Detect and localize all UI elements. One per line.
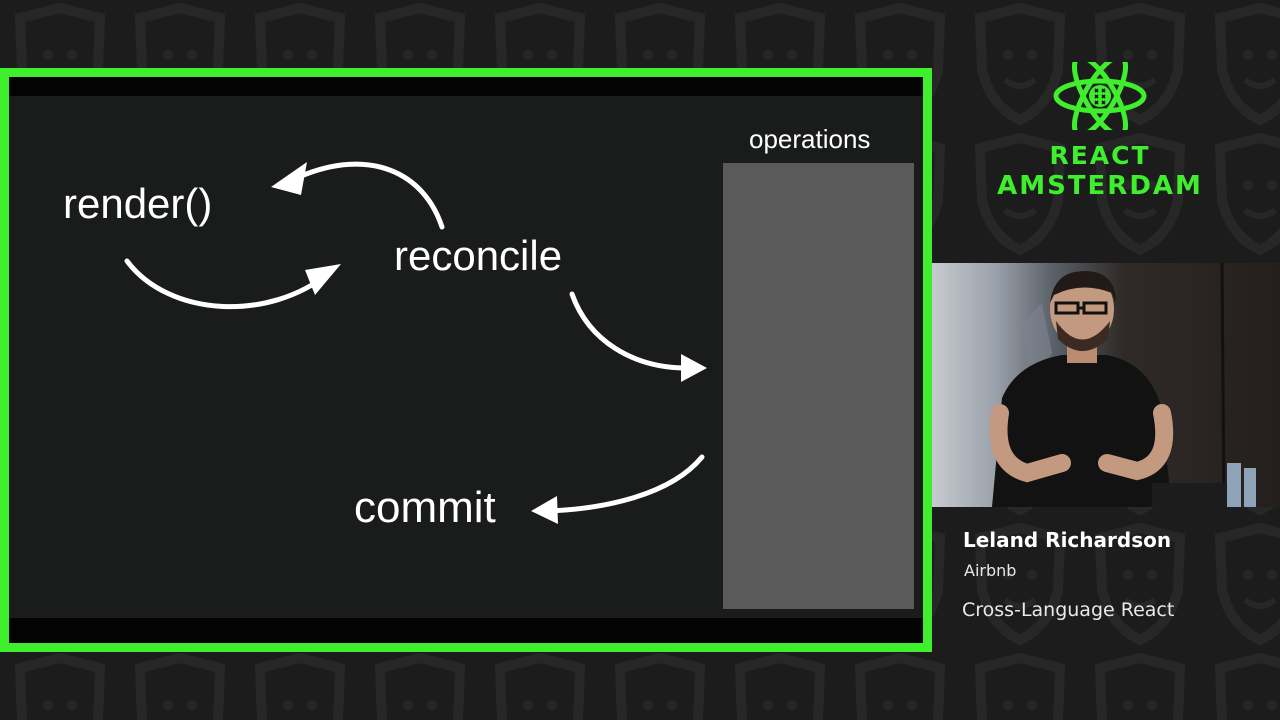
- slide-frame: render() reconcile commit operations: [0, 68, 932, 652]
- render-label: render(): [63, 180, 213, 227]
- arrow-reconcile-to-render: [296, 161, 445, 230]
- arrow-reconcile-to-operations: [569, 291, 687, 371]
- operations-box: [723, 163, 914, 609]
- conference-title: REACT AMSTERDAM: [990, 140, 1210, 202]
- arrowhead-commit: [531, 496, 558, 524]
- speaker-figure: [989, 263, 1256, 507]
- speaker-name: Leland Richardson: [963, 528, 1172, 552]
- react-atom-icon: [1053, 62, 1147, 130]
- presentation-slide: render() reconcile commit operations: [9, 77, 923, 643]
- arrowhead-operations: [681, 354, 707, 382]
- arrowhead-render: [271, 162, 307, 195]
- talk-title: Cross-Language React: [962, 599, 1175, 621]
- conference-title-line1: REACT: [1049, 141, 1151, 170]
- flow-arrows: [124, 161, 707, 524]
- commit-label: commit: [354, 483, 496, 532]
- conference-title-line2: AMSTERDAM: [997, 171, 1203, 201]
- arrowhead-reconcile: [305, 264, 341, 295]
- arrow-render-to-reconcile: [124, 258, 332, 310]
- speaker-video: [932, 263, 1280, 507]
- operations-label: operations: [749, 124, 871, 154]
- reconcile-label: reconcile: [394, 232, 563, 279]
- speaker-company: Airbnb: [964, 561, 1017, 580]
- arrow-operations-to-commit: [546, 454, 705, 514]
